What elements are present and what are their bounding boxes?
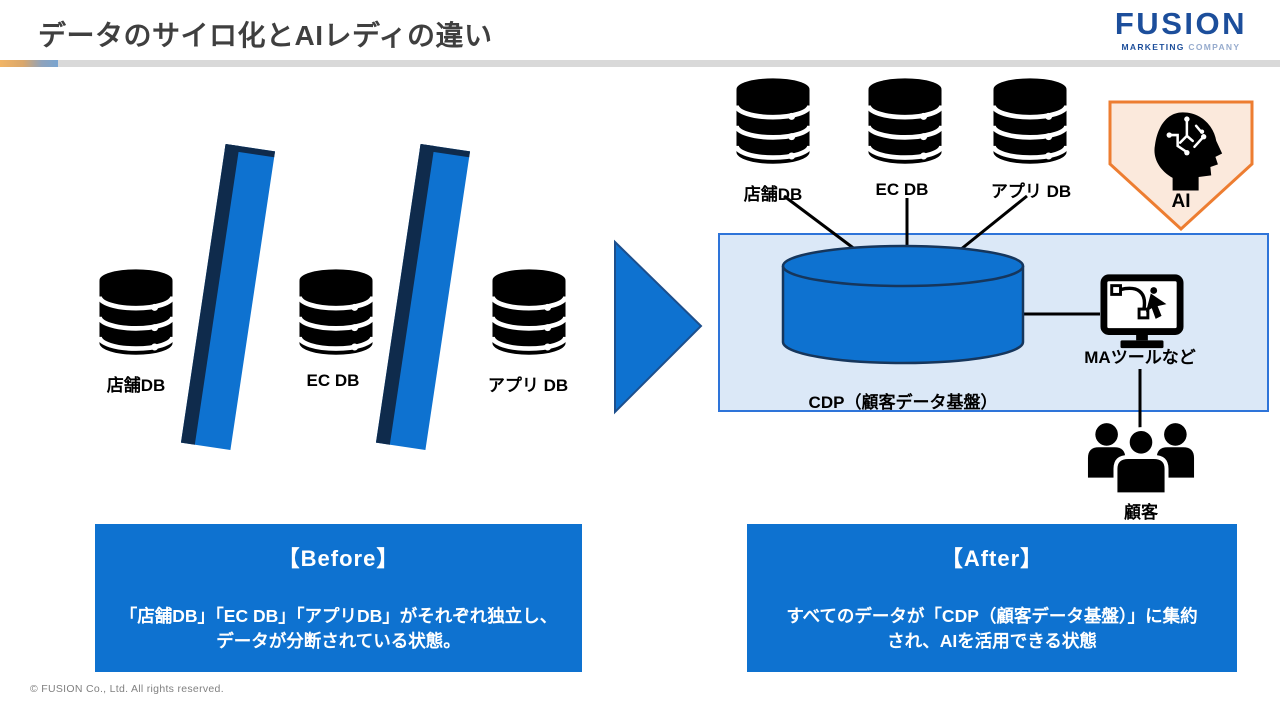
after-db-label: 店舗DB [743,185,803,204]
right-arrow-icon [614,239,703,415]
after-db-label: EC DB [875,180,929,199]
before-db-label: EC DB [306,371,360,390]
logo-tagline-light: COMPANY [1188,42,1241,52]
after-text-line1: すべてのデータが「CDP（顧客データ基盤）」に集約 [786,606,1198,626]
page-title: データのサイロ化とAIレディの違い [38,20,493,51]
customers-label: 顧客 [1124,503,1158,522]
before-db-label: アプリ DB [487,376,569,395]
database-icon [866,76,944,177]
logo-tagline-bold: MARKETING [1121,42,1185,52]
ai-badge: AI [1108,100,1254,232]
after-db-label: アプリ DB [990,182,1072,201]
before-db-label: 店舗DB [106,376,166,395]
logo-tagline: MARKETING COMPANY [1115,43,1247,52]
monitor-bezier-icon [1100,274,1184,349]
before-text-line1: 「店舗DB」「EC DB」「アプリDB」がそれぞれ独立し、 [119,606,558,626]
title-underline [0,60,1280,67]
footer-copyright: © FUSION Co., Ltd. All rights reserved. [30,683,224,695]
before-title: 【Before】 [277,546,400,571]
people-group-icon [1087,423,1195,496]
logo-brand-text: FUSION [1114,6,1247,41]
fusion-logo: FUSION MARKETING COMPANY [1115,8,1247,52]
after-text-line2: され、AIを活用できる状態 [887,631,1097,651]
cdp-label: CDP（顧客データ基盤） [808,393,998,412]
ma-tool-label: MAツールなど [1084,348,1196,367]
ai-head-circuit-icon [1154,112,1223,191]
title-underline-accent [0,60,58,67]
database-icon [734,76,812,177]
cdp-cylinder-icon [781,244,1025,365]
before-summary-box: 【Before】 「店舗DB」「EC DB」「アプリDB」がそれぞれ独立し、 デ… [95,524,582,672]
database-icon [991,76,1069,177]
ai-label: AI [1171,191,1191,212]
before-text-line2: データが分断されている状態。 [216,631,461,651]
after-title: 【After】 [940,546,1044,571]
after-summary-box: 【After】 すべてのデータが「CDP（顧客データ基盤）」に集約 され、AIを… [747,524,1237,672]
